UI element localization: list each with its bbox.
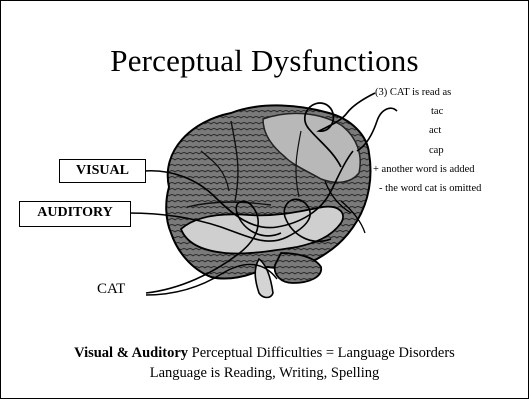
note-word-omitted: - the word cat is omitted <box>379 183 481 194</box>
footer-line-2: Language is Reading, Writing, Spelling <box>1 365 528 382</box>
footer-line-1: Visual & Auditory Perceptual Difficultie… <box>1 345 528 362</box>
auditory-label-box: AUDITORY <box>19 201 131 227</box>
note-act: act <box>429 125 441 136</box>
visual-label-box: VISUAL <box>59 159 146 183</box>
note-word-added: + another word is added <box>373 164 475 175</box>
cat-label: CAT <box>97 281 125 298</box>
footer-bold: Visual & Auditory <box>74 345 188 361</box>
note-tac: tac <box>431 106 443 117</box>
footer-rest: Perceptual Difficulties = Language Disor… <box>188 345 455 361</box>
note-cat-read-as: (3) CAT is read as <box>375 87 451 98</box>
note-cap: cap <box>429 145 444 156</box>
